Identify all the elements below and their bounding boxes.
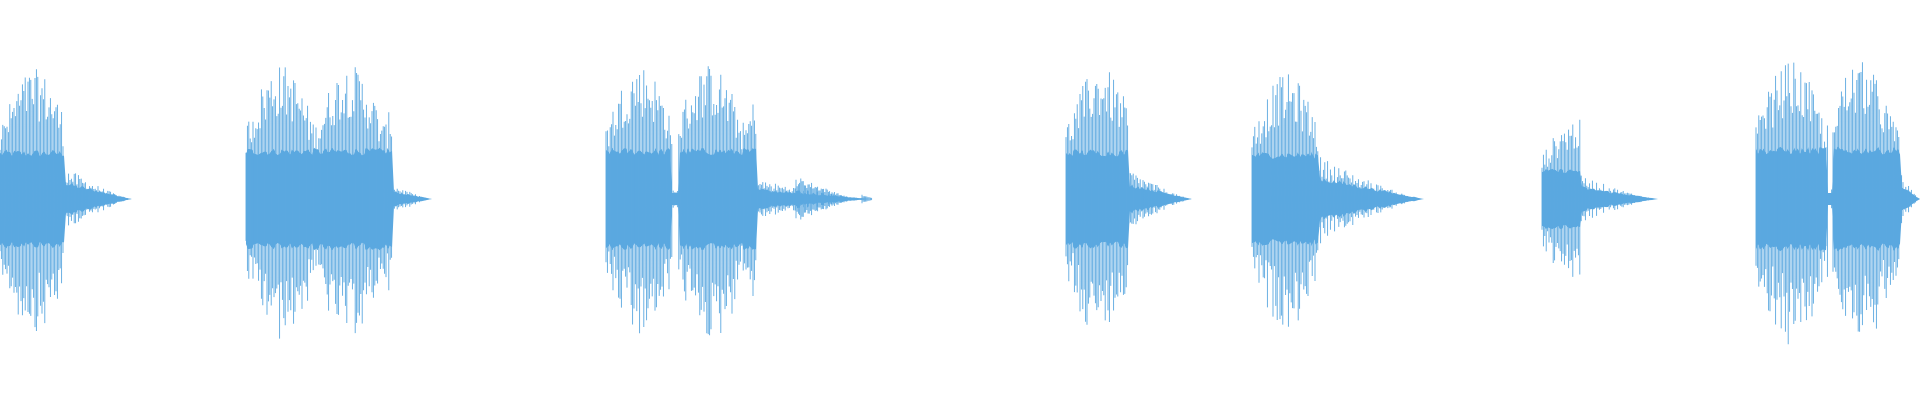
burst-7 xyxy=(1755,62,1920,345)
burst-1-spikes xyxy=(0,69,131,331)
burst-5-spikes xyxy=(1251,74,1424,327)
burst-5 xyxy=(1251,74,1424,327)
burst-3 xyxy=(605,66,873,336)
burst-1 xyxy=(0,69,132,331)
burst-6 xyxy=(1541,119,1658,277)
burst-7-spikes xyxy=(1755,62,1920,345)
burst-5-core xyxy=(1252,151,1424,247)
burst-4-spikes xyxy=(1065,72,1192,325)
burst-6-spikes xyxy=(1541,119,1658,277)
waveform-bursts xyxy=(0,62,1920,345)
burst-2 xyxy=(245,67,432,339)
burst-2-spikes xyxy=(245,67,432,339)
burst-7-core xyxy=(1756,146,1920,252)
burst-6-core xyxy=(1542,168,1658,230)
burst-4 xyxy=(1065,72,1192,325)
burst-3-spikes xyxy=(605,66,873,336)
